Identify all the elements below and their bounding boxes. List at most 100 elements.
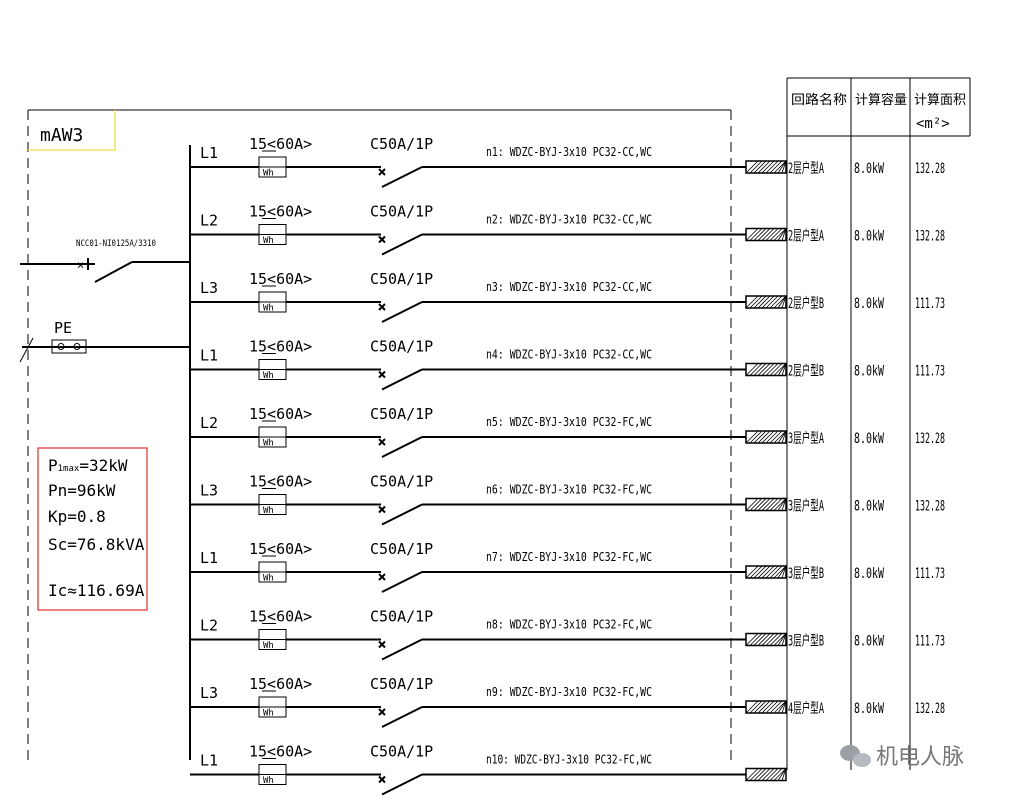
- circuit-area: 111.73: [915, 634, 945, 650]
- circuit-area: 111.73: [915, 296, 945, 312]
- circuit-name: 3层户型B: [788, 565, 824, 582]
- breaker-cross-icon: [378, 438, 386, 446]
- watt-hour-meter-icon: Wh: [263, 304, 274, 314]
- circuit-table: 回路名称 计算容量 计算面积 <m²>: [786, 77, 971, 770]
- terminal-block: [745, 362, 787, 377]
- meter-rating: 15<60A>: [249, 135, 312, 153]
- phase-label: L3: [200, 279, 218, 297]
- svg-text:×: ×: [77, 258, 84, 272]
- circuit-area: 132.28: [915, 701, 945, 717]
- cable-spec: n10: WDZC-BYJ-3x10 PC32-FC,WC: [486, 753, 652, 767]
- header-capacity: 计算容量: [855, 92, 907, 108]
- load-calc-box: P1max=32kW Pn=96kW Kp=0.8 Sc=76.8kVA Ic≈…: [37, 447, 148, 611]
- breaker-switch: [381, 166, 423, 188]
- circuit-row: L1 15<60A> Wh C50A/1P n1: WDZC-BYJ-3x10 PC32…: [190, 135, 945, 188]
- circuit-row: L1 15<60A> Wh C50A/1P n10: WDZC-BYJ-3x10 PC3…: [190, 743, 787, 796]
- terminal-block: [745, 430, 787, 444]
- breaker-cross-icon: [378, 640, 386, 649]
- circuit-capacity: 8.0kW: [854, 161, 884, 177]
- meter-rating: 15<60A>: [249, 540, 312, 558]
- phase-label: L1: [200, 549, 218, 567]
- panel-label: mAW3: [28, 110, 116, 151]
- breaker-switch: [381, 503, 423, 526]
- breaker-rating: C50A/1P: [370, 135, 433, 153]
- watt-hour-meter-icon: Wh: [263, 169, 274, 179]
- cable-spec: n6: WDZC-BYJ-3x10 PC32-FC,WC: [486, 483, 652, 497]
- phase-label: L1: [200, 144, 218, 162]
- terminal-block: [745, 497, 787, 512]
- header-circuit-name: 回路名称: [791, 92, 847, 108]
- breaker-rating: C50A/1P: [370, 540, 433, 558]
- breaker-switch: [381, 233, 423, 256]
- circuit-area: 132.28: [915, 499, 945, 515]
- breaker-cross-icon: [378, 505, 386, 514]
- panel-outline: [27, 109, 732, 760]
- wechat-icon: [840, 745, 871, 767]
- ic-text: Ic≈116.69A: [48, 581, 145, 600]
- circuit-name: 3层户型A: [788, 498, 824, 515]
- meter-rating: 15<60A>: [249, 405, 312, 423]
- pmax-text: P1max=32kW: [48, 456, 128, 475]
- breaker-rating: C50A/1P: [370, 405, 433, 423]
- cable-spec: n8: WDZC-BYJ-3x10 PC32-FC,WC: [486, 618, 652, 632]
- circuit-area: 111.73: [915, 566, 945, 582]
- circuit-name: 2层户型B: [788, 295, 824, 312]
- phase-label: L3: [200, 684, 218, 702]
- circuit-area: 132.28: [915, 161, 945, 177]
- breaker-switch: [381, 301, 423, 323]
- phase-label: L2: [200, 617, 218, 635]
- terminal-block: [745, 767, 787, 782]
- phase-label: L1: [200, 752, 218, 770]
- phase-label: L2: [200, 414, 218, 432]
- cable-spec: n1: WDZC-BYJ-3x10 PC32-CC,WC: [486, 145, 652, 159]
- breaker-rating: C50A/1P: [370, 743, 433, 761]
- panel-name: mAW3: [40, 125, 83, 146]
- phase-label: L1: [200, 347, 218, 365]
- circuit-capacity: 8.0kW: [854, 364, 884, 380]
- breaker-switch: [381, 638, 423, 661]
- meter-rating: 15<60A>: [249, 203, 312, 221]
- breaker-cross-icon: [378, 370, 386, 379]
- meter-rating: 15<60A>: [249, 743, 312, 761]
- breaker-rating: C50A/1P: [370, 675, 433, 693]
- terminal-block: [745, 632, 787, 647]
- terminal-block: [745, 295, 787, 309]
- meter-rating: 15<60A>: [249, 608, 312, 626]
- circuit-area: 132.28: [915, 229, 945, 245]
- breaker-cross-icon: [378, 235, 386, 244]
- watt-hour-meter-icon: Wh: [263, 236, 274, 246]
- circuit-capacity: 8.0kW: [854, 431, 884, 447]
- pn-text: Pn=96kW: [48, 481, 116, 500]
- terminal-block: [745, 700, 787, 714]
- terminal-block: [745, 160, 787, 174]
- breaker-rating: C50A/1P: [370, 203, 433, 221]
- breaker-switch: [381, 571, 423, 593]
- sc-text: Sc=76.8kVA: [48, 535, 145, 554]
- watt-hour-meter-icon: Wh: [263, 371, 274, 381]
- circuit-capacity: 8.0kW: [854, 566, 884, 582]
- watt-hour-meter-icon: Wh: [263, 439, 274, 449]
- circuit-area: 111.73: [915, 364, 945, 380]
- circuit-capacity: 8.0kW: [854, 499, 884, 515]
- terminal-block: [745, 565, 787, 579]
- breaker-switch: [381, 368, 423, 391]
- incoming-breaker-label: NCC01-NI0125A/3310: [76, 239, 156, 249]
- terminal-block: [745, 227, 787, 242]
- circuit-capacity: 8.0kW: [854, 296, 884, 312]
- header-area: 计算面积: [914, 93, 966, 108]
- circuit-capacity: 8.0kW: [854, 701, 884, 717]
- watt-hour-meter-icon: Wh: [263, 776, 274, 786]
- breaker-cross-icon: [378, 708, 386, 716]
- header-area-unit: <m²>: [916, 116, 950, 132]
- meter-rating: 15<60A>: [249, 473, 312, 491]
- breaker-cross-icon: [378, 303, 386, 311]
- circuit-capacity: 8.0kW: [854, 634, 884, 650]
- phase-label: L2: [200, 212, 218, 230]
- watermark-text: 机电人脉: [876, 745, 964, 770]
- circuit-area: 132.28: [915, 431, 945, 447]
